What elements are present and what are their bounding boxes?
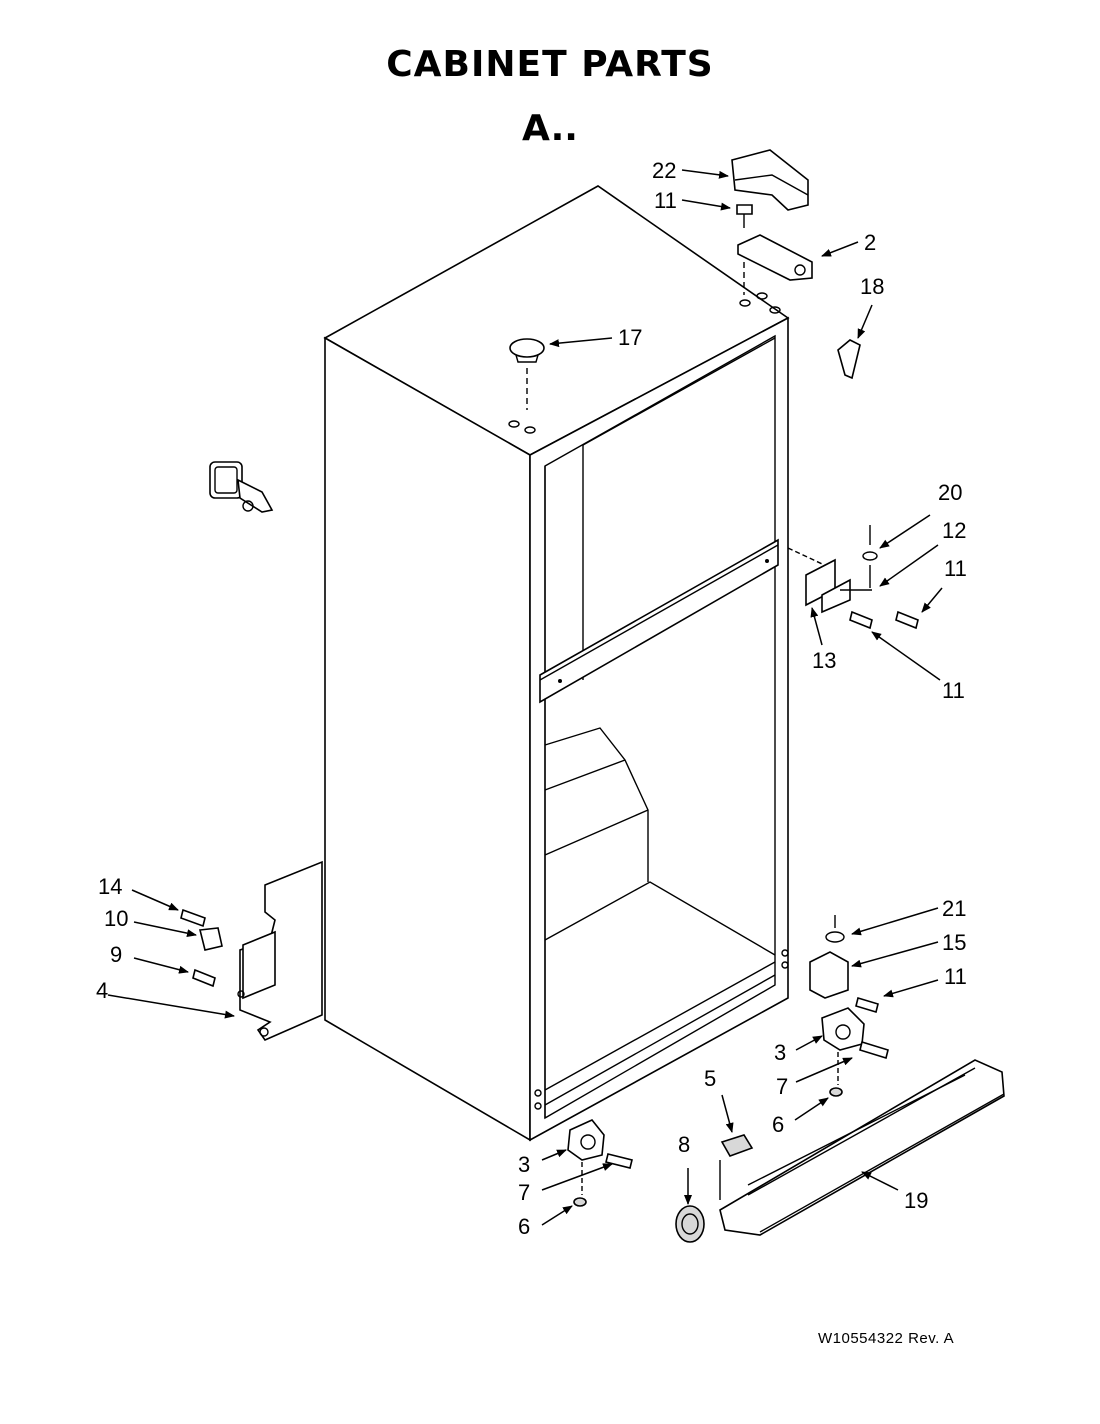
cabinet-body [323, 185, 790, 1142]
callout-22: 22 [652, 158, 676, 183]
callout-2: 2 [864, 230, 876, 255]
callout-11: 11 [944, 964, 967, 989]
callout-6: 6 [772, 1112, 784, 1137]
callout-19: 19 [904, 1188, 928, 1213]
toe-grille-part [719, 1059, 1005, 1236]
plug-part [509, 338, 545, 358]
callout-8: 8 [678, 1132, 690, 1157]
page-title: CABINET PARTS [386, 44, 714, 85]
callout-12: 12 [942, 518, 966, 543]
page-subtitle: A.. [522, 108, 578, 149]
callout-4: 4 [96, 978, 108, 1003]
callout-18: 18 [860, 274, 884, 299]
center-hinge-part [787, 525, 919, 630]
callout-17: 17 [618, 325, 642, 350]
callout-11: 11 [944, 556, 967, 581]
pad-part [720, 1134, 754, 1157]
leveler-part [675, 1205, 705, 1243]
hinge-cover-part [731, 149, 809, 211]
callout-13: 13 [812, 648, 836, 673]
roller-part [821, 1007, 889, 1097]
callout-21: 21 [942, 896, 966, 921]
callout-11: 11 [942, 678, 965, 703]
top-hinge-part [737, 234, 813, 281]
screw-part [180, 908, 206, 928]
callout-7: 7 [518, 1180, 530, 1205]
callout-20: 20 [938, 480, 962, 505]
document-number: W10554322 Rev. A [818, 1330, 955, 1347]
callout-11: 11 [654, 188, 677, 213]
bottom-right-hinge-part [809, 915, 879, 1014]
callout-10: 10 [104, 906, 128, 931]
callout-6: 6 [518, 1214, 530, 1239]
screw-part [736, 204, 753, 215]
shim-part [199, 927, 223, 951]
callout-3: 3 [518, 1152, 530, 1177]
callout-9: 9 [110, 942, 122, 967]
bottom-left-bracket-part [237, 860, 323, 1041]
callout-7: 7 [776, 1074, 788, 1099]
callout-14: 14 [98, 874, 122, 899]
wall-bracket-part [209, 461, 274, 513]
roller-part [567, 1119, 633, 1207]
callout-15: 15 [942, 930, 966, 955]
callout-3: 3 [774, 1040, 786, 1065]
screw-part [192, 968, 216, 988]
callout-5: 5 [704, 1066, 716, 1091]
clip-part [837, 339, 861, 380]
